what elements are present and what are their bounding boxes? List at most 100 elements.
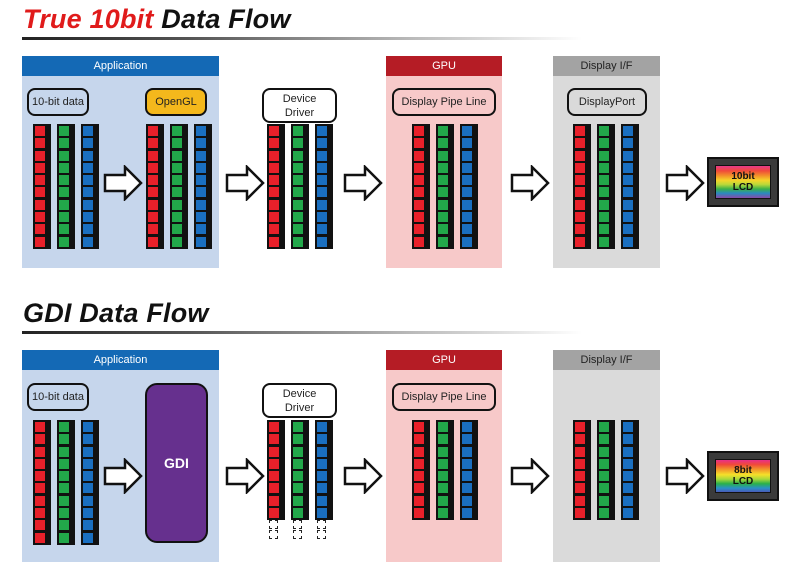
bit-cell (438, 199, 448, 210)
bit-cell (59, 446, 69, 457)
bit-cell (59, 138, 69, 149)
source-green-channel (57, 420, 75, 545)
bit-cell (172, 175, 182, 186)
bit-cell (35, 162, 45, 173)
bit-cell (59, 434, 69, 445)
bit-cell (317, 236, 327, 247)
dropped-bits (291, 520, 305, 540)
panel-header: Application (22, 56, 219, 76)
bit-cell (83, 532, 93, 543)
bit-cell (599, 446, 609, 457)
bit-cell (414, 138, 424, 149)
bit-cell (148, 138, 158, 149)
bit-cell (35, 150, 45, 161)
bit-cell (414, 434, 424, 445)
bit-cell (414, 187, 424, 198)
bit-cell (269, 434, 279, 445)
dropped-bit-cell (293, 530, 302, 540)
display-if-blue-channel (621, 124, 639, 249)
bit-cell (59, 150, 69, 161)
bit-cell (462, 175, 472, 186)
bit-cell (59, 520, 69, 531)
flow-arrow-icon (225, 165, 265, 201)
bit-cell (575, 150, 585, 161)
bit-cell (148, 224, 158, 235)
bit-cell (599, 471, 609, 482)
source-blue-channel (81, 420, 99, 545)
bit-cell (196, 150, 206, 161)
bit-cell (623, 495, 633, 506)
bit-cell (414, 199, 424, 210)
bit-cell (269, 495, 279, 506)
bit-cell (59, 162, 69, 173)
dropped-bit-cell (293, 520, 302, 530)
bit-cell (35, 224, 45, 235)
bit-cell (438, 138, 448, 149)
gpu-green-channel (436, 420, 454, 521)
panel-header: GPU (386, 56, 502, 76)
bit-cell (599, 236, 609, 247)
flow-arrow-icon (665, 165, 705, 201)
bit-cell (462, 224, 472, 235)
bit-cell (599, 224, 609, 235)
bit-cell (35, 138, 45, 149)
bit-cell (462, 212, 472, 223)
bit-cell (59, 532, 69, 543)
bit-cell (83, 212, 93, 223)
bit-cell (269, 471, 279, 482)
bit-cell (575, 224, 585, 235)
bit-cell (575, 162, 585, 173)
bit-cell (172, 138, 182, 149)
bit-cell (623, 224, 633, 235)
bit-cell (438, 236, 448, 247)
bit-cell (575, 187, 585, 198)
bit-cell (414, 458, 424, 469)
panel-header: Display I/F (553, 350, 660, 370)
display-pipeline-label: Display Pipe Line (392, 88, 496, 116)
bit-cell (414, 422, 424, 432)
opengl-label: OpenGL (145, 88, 207, 116)
bit-cell (414, 495, 424, 506)
bit-cell (438, 162, 448, 173)
bit-cell (623, 212, 633, 223)
bit-cell (317, 508, 327, 519)
bit-cell (438, 187, 448, 198)
device-driver-label: Device Driver (262, 383, 337, 418)
bit-cell (438, 446, 448, 457)
bit-cell (59, 224, 69, 235)
flow-arrow-icon (510, 458, 550, 494)
bit-cell (83, 236, 93, 247)
bit-cell (575, 471, 585, 482)
bit-cell (462, 446, 472, 457)
bit-cell (462, 187, 472, 198)
bit-cell (35, 212, 45, 223)
bit-cell (438, 126, 448, 136)
bit-cell (623, 199, 633, 210)
bit-cell (438, 212, 448, 223)
bit-cell (317, 126, 327, 136)
dropped-bits (267, 520, 281, 540)
bit-cell (623, 446, 633, 457)
bit-cell (575, 508, 585, 519)
bit-cell (317, 458, 327, 469)
bit-cell (83, 458, 93, 469)
bit-cell (575, 236, 585, 247)
bit-cell (59, 126, 69, 136)
bit-cell (293, 508, 303, 519)
bit-cell (317, 212, 327, 223)
bit-cell (414, 471, 424, 482)
bit-cell (575, 175, 585, 186)
bit-cell (462, 138, 472, 149)
bit-cell (293, 162, 303, 173)
bit-cell (35, 446, 45, 457)
bit-cell (35, 434, 45, 445)
bit-cell (462, 162, 472, 173)
bit-cell (414, 224, 424, 235)
bit-cell (317, 495, 327, 506)
bit-cell (83, 187, 93, 198)
driver-blue-channel (315, 124, 333, 249)
bit-cell (35, 199, 45, 210)
bit-cell (172, 150, 182, 161)
